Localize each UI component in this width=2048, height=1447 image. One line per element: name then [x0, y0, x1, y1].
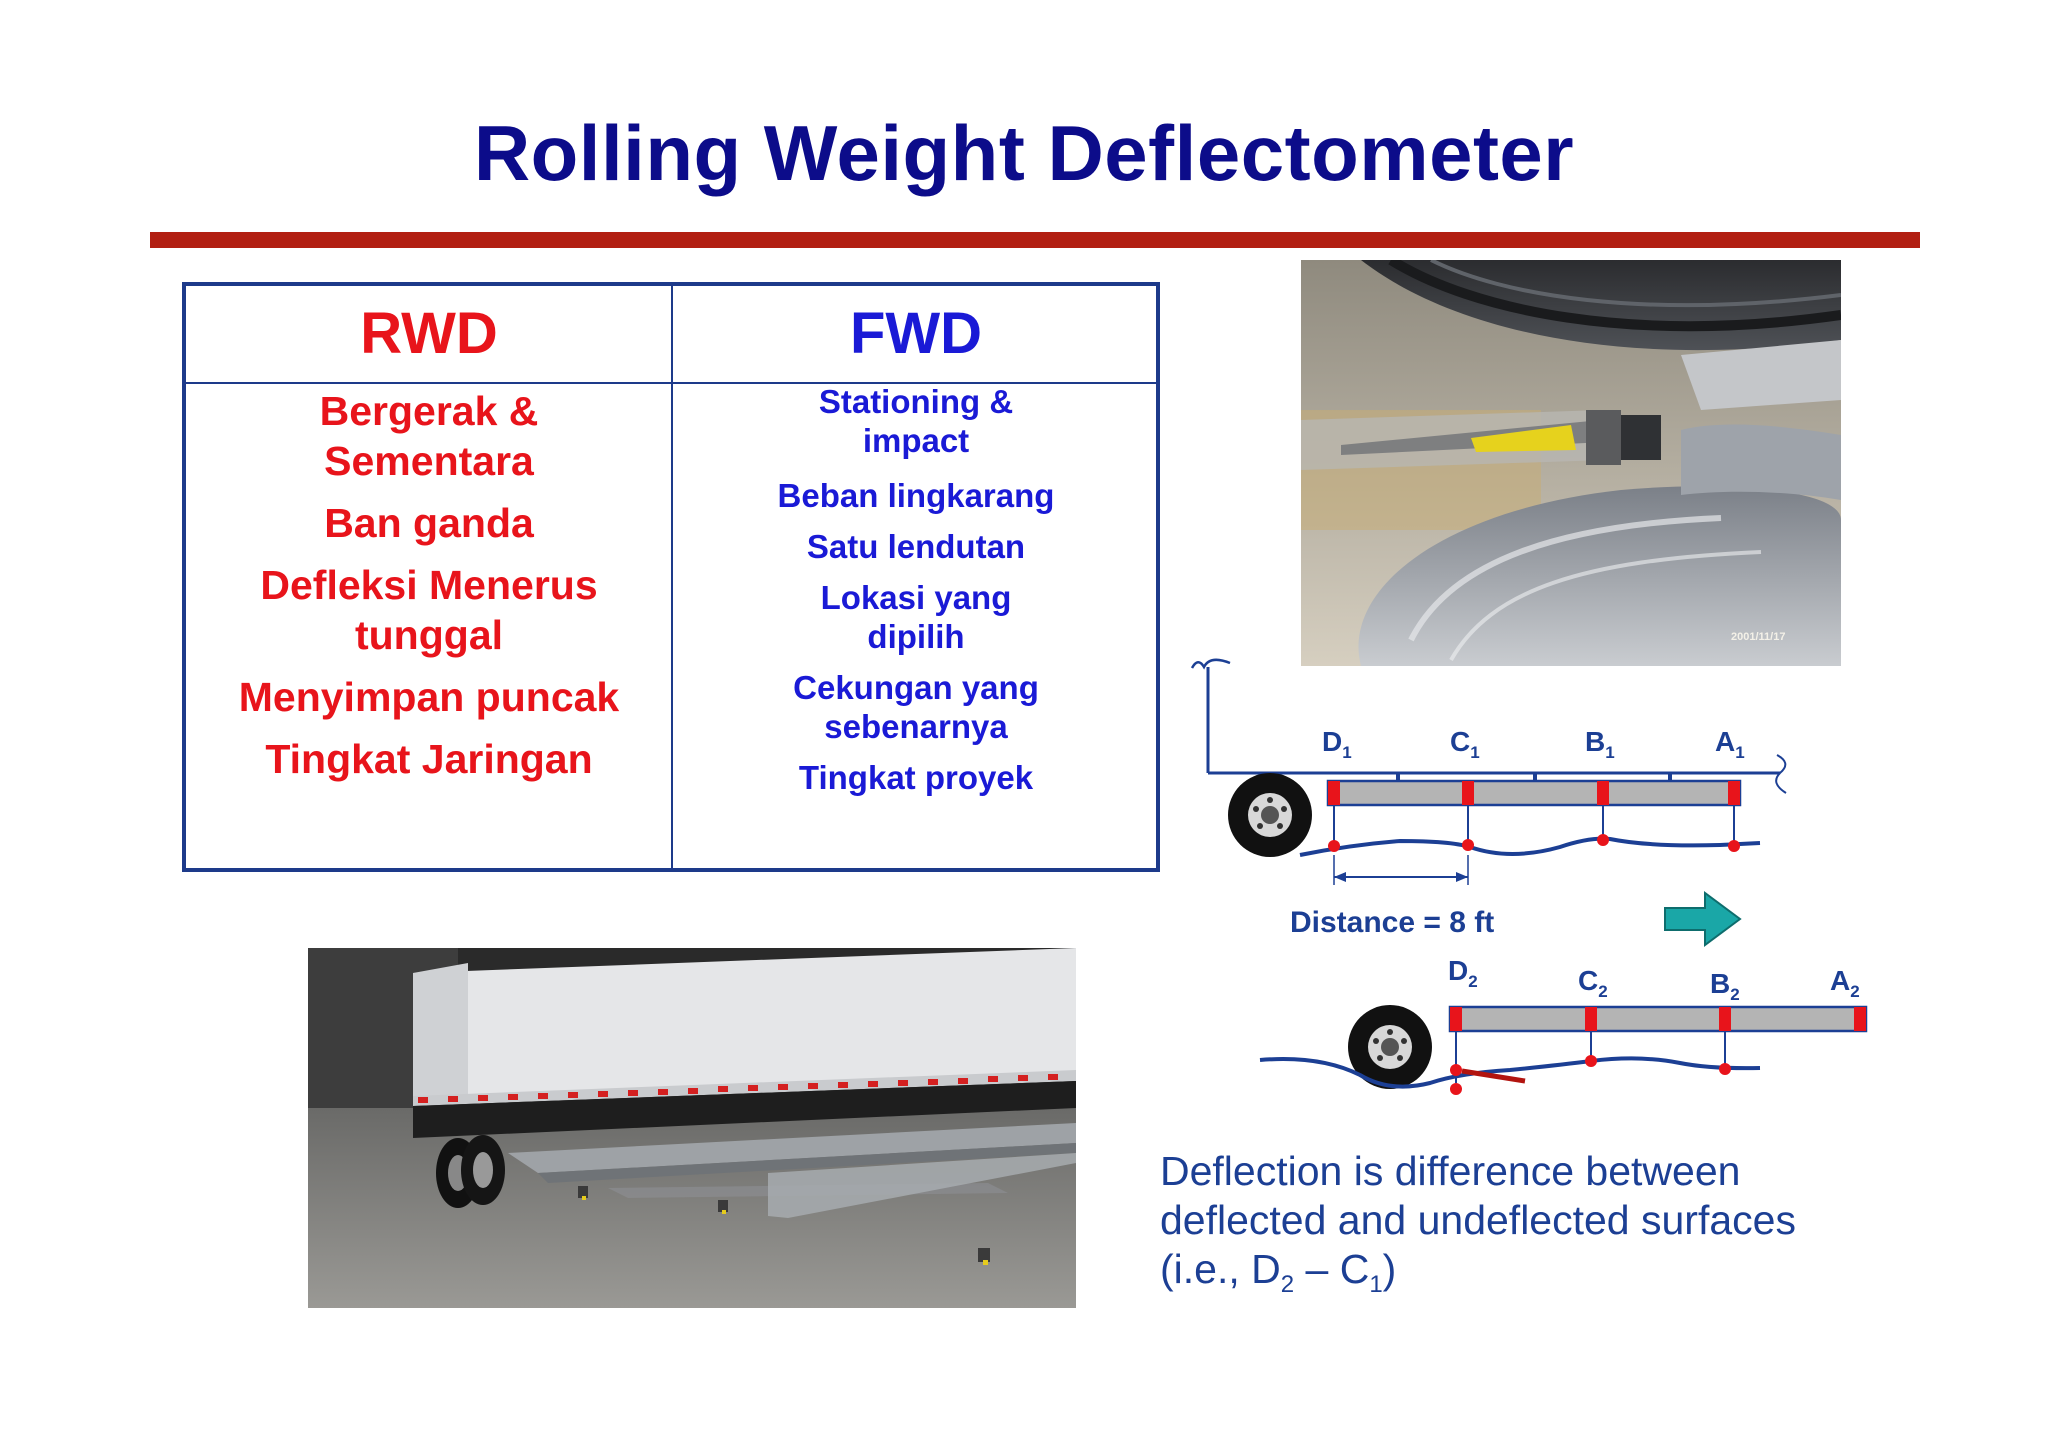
sensor-label-b2: B2 [1710, 968, 1740, 1004]
rwd-item: Tingkat Jaringan [265, 736, 593, 782]
dual-tire-sensor-photo: 2001/11/17 [1301, 260, 1841, 666]
fwd-item: Satu lendutan [806, 528, 1026, 565]
fwd-item: Lokasi yang dipilih [820, 579, 1012, 655]
wheel-icon [1228, 773, 1312, 857]
deflection-caption: Deflection is difference between deflect… [1160, 1147, 1920, 1309]
rwd-item: Bergerak & Sementara [319, 388, 539, 484]
comparison-table: RWD Bergerak & Sementara Ban ganda Defle… [182, 282, 1160, 872]
fwd-item: Stationing & impact [818, 383, 1014, 459]
caption-line: deflected and undeflected surfaces [1160, 1197, 1796, 1243]
slide-title: Rolling Weight Deflectometer [473, 109, 1575, 197]
table-header-divider [186, 382, 1156, 384]
sensor-beam [1326, 779, 1742, 807]
rwd-item: Defleksi Menerus tunggal [260, 562, 598, 658]
sensor-label-c2: C2 [1578, 965, 1608, 1001]
road-surface-undeflected [1299, 836, 1761, 857]
rwd-item: Menyimpan puncak [238, 674, 620, 720]
rwd-item: Ban ganda [324, 500, 534, 546]
fwd-item: Tingkat proyek [798, 759, 1034, 796]
caption-line: Deflection is difference between [1160, 1148, 1741, 1194]
rwd-column: RWD Bergerak & Sementara Ban ganda Defle… [186, 286, 672, 796]
photo-date-stamp: 2001/11/17 [1731, 631, 1785, 643]
road-surface-deflected [1259, 1056, 1761, 1089]
frame-break-mark [1190, 658, 1231, 670]
title-divider [150, 232, 1920, 248]
direction-arrow-icon [1664, 891, 1742, 947]
frame-break-mark [1775, 754, 1787, 794]
sensor-label-d1: D1 [1322, 726, 1352, 762]
rwd-items: Bergerak & Sementara Ban ganda Defleksi … [186, 382, 672, 784]
fwd-item: Beban lingkarang [777, 477, 1055, 514]
table-column-divider [671, 286, 673, 868]
sensor-label-d2: D2 [1448, 955, 1478, 991]
deflection-diagram: D1 C1 B1 A1 Distance = 8 ft D2 C2 B2 A2 [1190, 658, 1868, 1095]
caption-line-formula: (i.e., D2 – C1) [1160, 1246, 1397, 1299]
fwd-items: Stationing & impact Beban lingkarang Sat… [674, 382, 1158, 797]
wheel-icon [1348, 1005, 1432, 1089]
rwd-header: RWD [360, 301, 498, 366]
sensor-label-a1: A1 [1715, 726, 1745, 762]
reference-line-c1 [1461, 1068, 1526, 1084]
rwd-trailer-photo [308, 948, 1076, 1308]
fwd-item: Cekungan yang sebenarnya [793, 669, 1039, 745]
distance-label: Distance = 8 ft [1290, 906, 1494, 939]
sensor-beam-advanced [1448, 1005, 1868, 1033]
sensor-label-b1: B1 [1585, 726, 1615, 762]
sensor-label-c1: C1 [1450, 726, 1480, 762]
sensor-label-a2: A2 [1830, 965, 1860, 1001]
fwd-column: FWD Stationing & impact Beban lingkarang… [674, 286, 1158, 809]
fwd-header: FWD [849, 301, 983, 366]
